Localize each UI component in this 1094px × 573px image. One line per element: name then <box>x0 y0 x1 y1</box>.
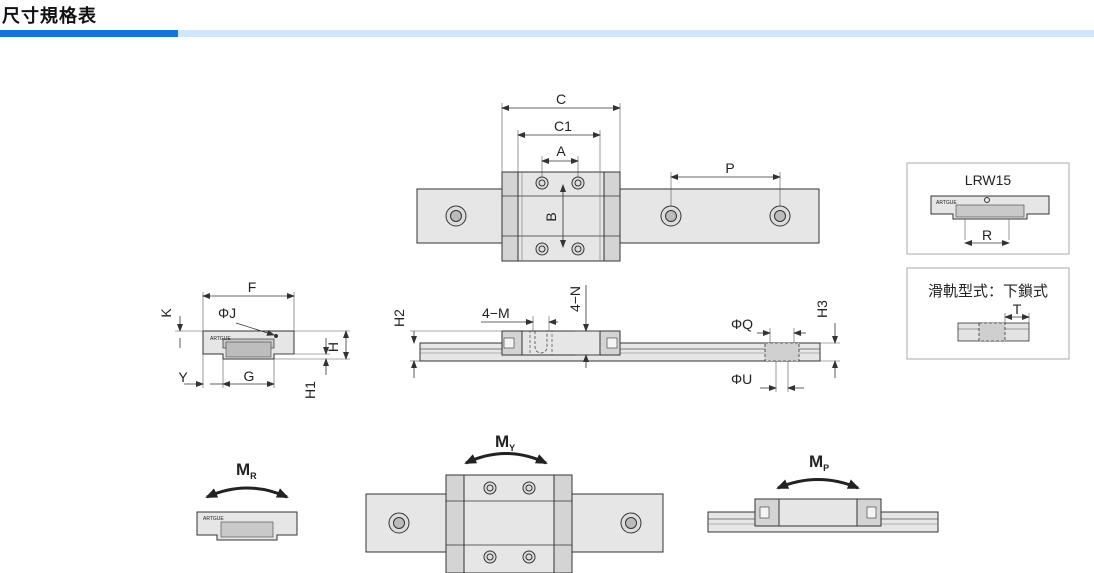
moment-mp-label: MP <box>809 452 829 473</box>
dim-R-label: R <box>982 227 992 243</box>
dim-Y-label: Y <box>178 369 188 385</box>
arc-arrow-icon <box>776 478 860 490</box>
rail-counterbore <box>764 342 800 362</box>
dim-A-label: A <box>556 143 566 159</box>
dim-J-label: ΦJ <box>218 305 236 321</box>
dim-F-label: F <box>248 279 257 295</box>
page-title: 尺寸規格表 <box>2 6 97 27</box>
inset-logo: ARTGUE <box>936 200 957 206</box>
dim-Q-label: ΦQ <box>731 316 753 332</box>
dim-N-label: 4−N <box>567 286 583 312</box>
moment-my: MY <box>365 432 664 573</box>
title-underline-rest <box>178 30 1094 37</box>
block-side <box>501 330 621 356</box>
end-view: ARTGUE F ΦJ K H H1 Y G <box>158 279 350 399</box>
moment-mr-label: MR <box>236 460 257 481</box>
dim-H3-label: H3 <box>814 300 830 318</box>
inset-rail-frame <box>906 267 1070 360</box>
inset-model-title: LRW15 <box>965 172 1012 188</box>
dim-T-label: T <box>1013 301 1022 317</box>
inset-rail-caption: 滑軌型式：下鎖式 <box>928 282 1048 300</box>
inset-rail-type: 滑軌型式：下鎖式 T <box>906 267 1070 360</box>
dim-C1-label: C1 <box>554 118 572 134</box>
dim-H-label: H <box>325 342 341 352</box>
dim-G-label: G <box>244 368 255 384</box>
dim-M-label: 4−M <box>482 305 510 321</box>
rail-hole-mid <box>660 205 682 227</box>
arc-arrow-icon <box>205 486 289 499</box>
end-view-logo: ARTGUE <box>210 336 231 342</box>
side-view: 4−M 4−N H2 ΦQ H3 ΦU <box>391 285 840 392</box>
title-underline-accent <box>0 30 178 37</box>
inset-model: LRW15 ARTGUE R <box>906 162 1070 255</box>
rail-hole-left <box>445 205 467 227</box>
rail-hole-right <box>769 205 791 227</box>
dim-B-label: B <box>543 212 559 221</box>
dim-U-label: ΦU <box>731 371 752 387</box>
dim-H2-label: H2 <box>391 309 407 327</box>
dim-C-label: C <box>556 91 566 107</box>
moment-mp: MP <box>707 452 939 533</box>
dim-K-label: K <box>158 308 174 318</box>
mr-logo: ARTGUE <box>203 516 224 522</box>
dim-H1-label: H1 <box>302 381 318 399</box>
top-view: C C1 A B P <box>416 91 820 262</box>
arc-arrow-icon <box>464 452 548 465</box>
moment-mr: MR ARTGUE <box>196 460 298 541</box>
moment-my-label: MY <box>495 432 515 453</box>
title-underline <box>0 30 1094 37</box>
dim-P-label: P <box>725 160 734 176</box>
block-top <box>501 171 621 262</box>
